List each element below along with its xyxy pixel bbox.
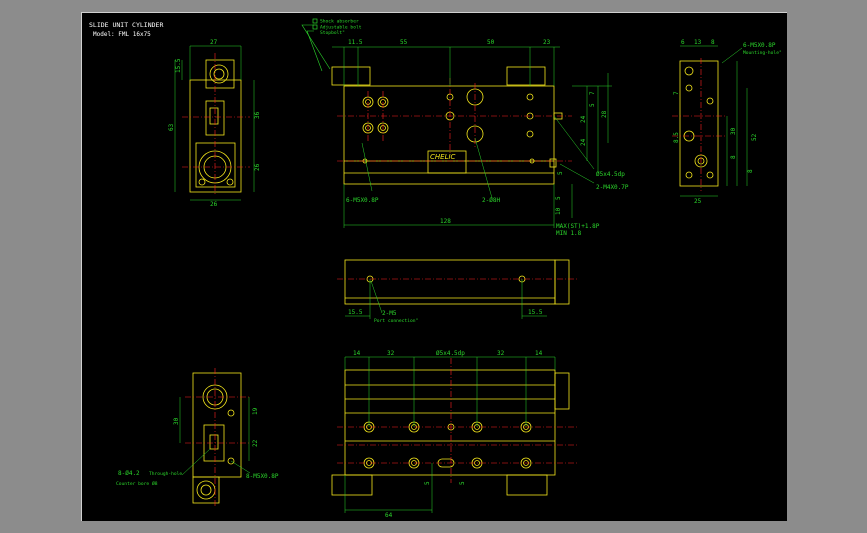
bl-callout-1: 8-Ø4.2 — [118, 470, 140, 477]
right-dim-52: 52 — [751, 133, 758, 141]
legend-item-3: Stopbolt" — [320, 30, 345, 36]
right-dim-6: 6 — [681, 39, 685, 46]
model-text: Model: FML 16x75 — [93, 31, 151, 38]
legend-marker-2 — [312, 24, 318, 30]
left-dim-155: 15.5 — [175, 58, 182, 73]
front-right-dim-5b: 5 — [557, 171, 564, 175]
right-dim-30: 30 — [730, 127, 737, 135]
right-side-view — [679, 60, 719, 187]
legend: Shock absorber Adjustable bolt Stopbolt" — [301, 18, 362, 72]
nameplate-text: CHELIC — [430, 153, 456, 161]
bottom-dims — [344, 356, 556, 513]
front-right-dim-28: 28 — [601, 110, 608, 118]
bl-dim-22: 22 — [252, 439, 259, 447]
right-dim-13: 13 — [694, 39, 702, 46]
callout-2-phi8: 2-Ø8H — [482, 197, 500, 204]
right-dim-8b: 8 — [747, 169, 754, 173]
front-dim-50: 50 — [487, 39, 495, 46]
bottom-small-dim-5a: 5 — [424, 481, 431, 485]
mid-right-dim: 15.5 — [528, 309, 543, 316]
right-side-dims — [680, 45, 748, 197]
legend-item-1: Shock absorber — [320, 19, 359, 25]
right-dim-8: 8 — [711, 39, 715, 46]
legend-item-2: Adjustable bolt — [320, 25, 362, 31]
bottom-dim-14a: 14 — [353, 350, 361, 357]
left-side-view — [189, 59, 242, 193]
front-dim-115: 11.5 — [348, 39, 363, 46]
bottom-centerlines — [337, 358, 577, 483]
legend-marker-1 — [312, 18, 318, 24]
title-text: SLIDE UNIT CYLINDER — [89, 21, 163, 29]
bottom-dim-32b: 32 — [497, 350, 505, 357]
front-centerlines — [337, 78, 572, 162]
bottom-left-view — [192, 372, 242, 504]
front-right-dim-7: 7 — [589, 91, 596, 95]
bottom-dim-32a: 32 — [387, 350, 395, 357]
right-bottom-dim: 25 — [694, 198, 702, 205]
bl-dim-30: 30 — [173, 417, 180, 425]
stroke-note-1: MAX(ST)+1.8P — [556, 223, 600, 230]
bottom-dim-14b: 14 — [535, 350, 543, 357]
left-dim-63: 63 — [168, 123, 175, 131]
front-right-dim-24a: 24 — [580, 115, 587, 123]
mid-port-sub: Port connection" — [374, 318, 418, 324]
right-dim-8a: 8 — [730, 155, 737, 159]
left-bottom-dim: 26 — [210, 201, 218, 208]
front-right-dim-5: 5 — [589, 103, 596, 107]
mid-port-label: 2-M5 — [382, 310, 397, 317]
drawing-frame: SLIDE UNIT CYLINDER Model: FML 16x75 Sho… — [81, 12, 787, 521]
front-holes — [362, 88, 535, 164]
front-bottom-dim-5: 5 — [555, 196, 562, 200]
left-side-centerlines — [182, 53, 250, 195]
bottom-dim-64: 64 — [385, 512, 393, 519]
front-view — [331, 66, 563, 185]
front-right-dim-24b: 24 — [580, 138, 587, 146]
stroke-note-2: MIN 1.8 — [556, 230, 582, 237]
front-dim-55: 55 — [400, 39, 408, 46]
front-dims — [332, 46, 612, 228]
right-side-centerlines — [672, 58, 727, 191]
bottom-view — [331, 369, 570, 496]
bl-callout-1b: Through-hole — [149, 471, 182, 477]
left-dim-36: 36 — [254, 111, 261, 119]
bl-dim-19: 19 — [252, 407, 259, 415]
mid-left-dim: 15.5 — [348, 309, 363, 316]
right-left-dim-7: 7 — [673, 91, 680, 95]
right-callout: 6-M5X0.8P — [743, 42, 776, 49]
bottom-left-dims — [179, 397, 251, 476]
front-overall-length: 128 — [440, 218, 451, 225]
bl-callout-2: Counter bore Ø8 — [116, 480, 158, 487]
bottom-left-centerlines — [185, 368, 250, 508]
right-callout-sub: Mounting-hole" — [743, 50, 782, 56]
bottom-small-dim-5b: 5 — [459, 481, 466, 485]
left-top-dim: 27 — [210, 39, 218, 46]
right-left-dim-85: 8.5 — [673, 132, 680, 143]
front-dim-23: 23 — [543, 39, 551, 46]
callout-phi5: Ø5x4.5dp — [596, 171, 625, 178]
front-bottom-dim-10: 10 — [555, 207, 562, 215]
bottom-dim-phi5: Ø5x4.5dp — [436, 350, 465, 357]
middle-dims — [345, 279, 547, 319]
bl-callout-3: 8-M5X0.8P — [246, 473, 279, 480]
left-dim-26: 26 — [254, 163, 261, 171]
left-side-dims — [174, 45, 255, 201]
middle-view — [344, 259, 570, 305]
cad-drawing: SLIDE UNIT CYLINDER Model: FML 16x75 Sho… — [89, 18, 782, 520]
callout-6-m5: 6-M5X0.8P — [346, 197, 379, 204]
callout-2-m4: 2-M4X0.7P — [596, 184, 629, 191]
